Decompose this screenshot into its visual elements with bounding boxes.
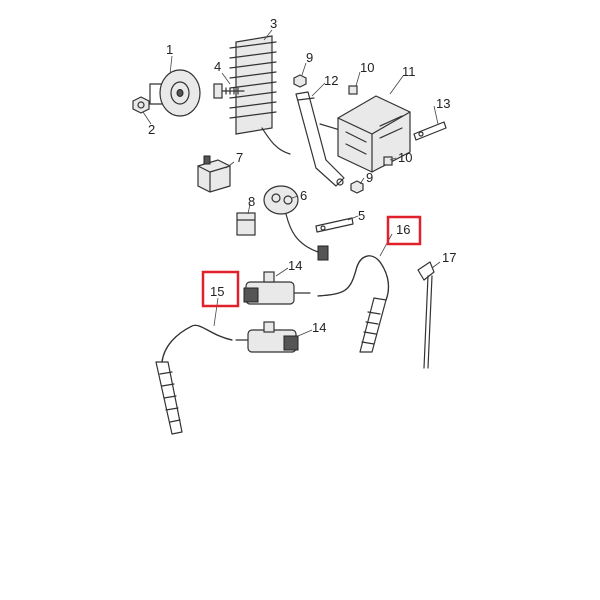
callout-10-lower[interactable]: 10 <box>398 150 412 165</box>
strip-part-13[interactable] <box>413 121 447 141</box>
screw-part-10-upper[interactable] <box>348 85 358 95</box>
callout-labels: 1 2 3 4 5 6 7 8 9 9 10 10 11 12 13 14 14… <box>148 16 456 335</box>
screw-part-10-lower[interactable] <box>383 156 393 166</box>
switch-part[interactable] <box>263 185 329 261</box>
callout-4[interactable]: 4 <box>214 59 221 74</box>
bolt-part[interactable] <box>213 83 245 99</box>
nut-part[interactable] <box>132 96 150 114</box>
relay-part[interactable] <box>197 155 231 193</box>
callout-1[interactable]: 1 <box>166 42 173 57</box>
horn-part[interactable] <box>149 69 201 117</box>
callout-9-upper[interactable]: 9 <box>306 50 313 65</box>
ignition-coil-lower[interactable] <box>235 321 299 353</box>
callout-16[interactable]: 16 <box>396 222 410 237</box>
callout-17[interactable]: 17 <box>442 250 456 265</box>
callout-7[interactable]: 7 <box>236 150 243 165</box>
callout-15[interactable]: 15 <box>210 284 224 299</box>
callout-12[interactable]: 12 <box>324 73 338 88</box>
cable-tie-part[interactable] <box>417 261 435 369</box>
leader-lines <box>142 29 441 337</box>
callout-14-upper[interactable]: 14 <box>288 258 302 273</box>
callout-13[interactable]: 13 <box>436 96 450 111</box>
spark-plug-wire-15[interactable] <box>155 324 233 435</box>
callout-5[interactable]: 5 <box>358 208 365 223</box>
callout-11[interactable]: 11 <box>402 64 416 79</box>
callout-6[interactable]: 6 <box>300 188 307 203</box>
callout-2[interactable]: 2 <box>148 122 155 137</box>
connector-part[interactable] <box>236 212 256 236</box>
callout-8[interactable]: 8 <box>248 194 255 209</box>
ignition-coil-upper[interactable] <box>243 271 311 305</box>
strip-part-5[interactable] <box>315 217 354 233</box>
rectifier-part[interactable] <box>229 35 291 155</box>
screw-part-upper[interactable] <box>293 74 307 88</box>
control-unit-part[interactable] <box>337 95 411 173</box>
bracket-part[interactable] <box>295 91 345 187</box>
callout-9-lower[interactable]: 9 <box>366 170 373 185</box>
callout-3[interactable]: 3 <box>270 16 277 31</box>
callout-10-upper[interactable]: 10 <box>360 60 374 75</box>
callout-14-lower[interactable]: 14 <box>312 320 326 335</box>
highlight-box-15 <box>201 270 240 308</box>
spark-plug-wire-16[interactable] <box>317 255 390 353</box>
highlight-box-16 <box>386 215 422 246</box>
